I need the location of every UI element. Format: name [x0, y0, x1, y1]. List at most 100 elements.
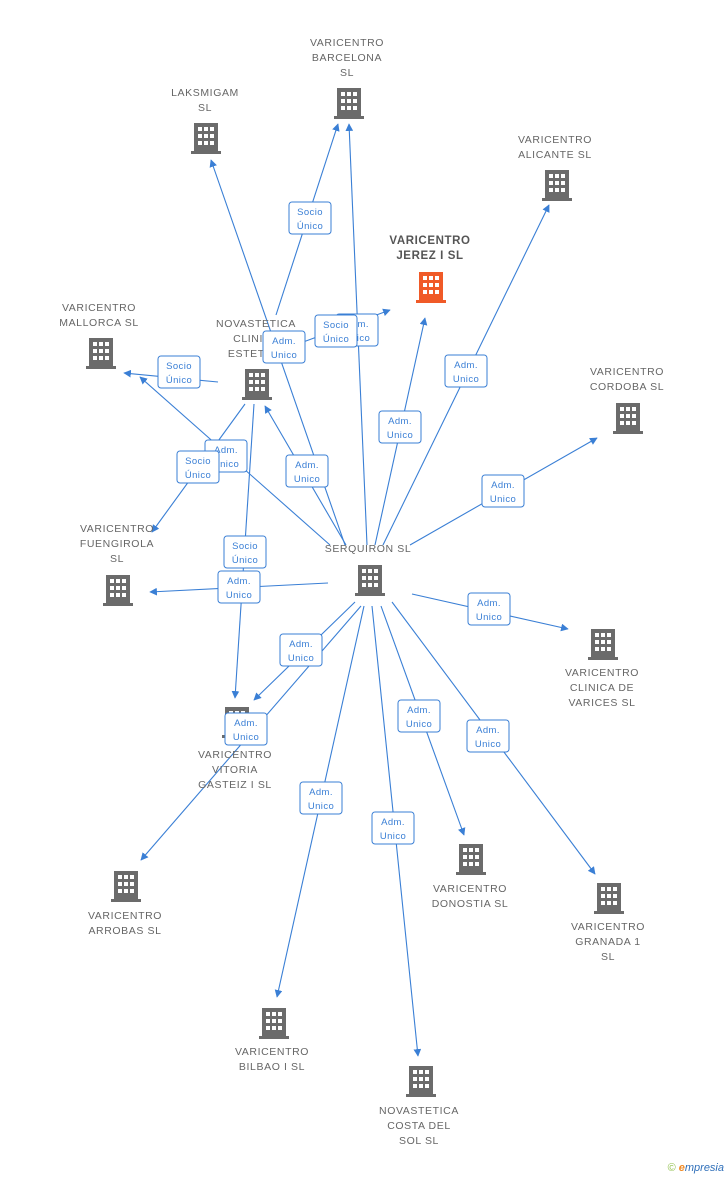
badge-box [285, 454, 329, 488]
edge-role-label: Unico [233, 732, 259, 743]
node-label-line: VARICENTRO [198, 749, 272, 761]
edge-role-label: Adm. [491, 480, 515, 491]
node-label-line: NOVASTETICA [379, 1105, 459, 1117]
node-label-line: SERQUIRON SL [325, 543, 412, 555]
nodes-layer: VARICENTROBARCELONASLLAKSMIGAMSLVARICENT… [59, 37, 664, 1147]
edge-role-label: Adm. [234, 718, 258, 729]
edge-badge-serquiron-to-costa_sol[interactable]: Adm.Unico [371, 811, 415, 845]
node-label-line: VARICENTRO [80, 523, 154, 535]
edge-role-label: Socio [232, 541, 258, 552]
edge-badge-serquiron-to-arrobas[interactable]: Adm. Unico [224, 712, 268, 746]
edge-role-label: Adm. [381, 817, 405, 828]
node-label-line: SL [601, 951, 615, 963]
building-icon [103, 575, 133, 606]
edge-role-label: Unico [476, 612, 502, 623]
building-icon [456, 844, 486, 875]
edge-badge-serquiron-to-alicante[interactable]: Adm.Unico [444, 354, 488, 388]
edge-role-label: Unico [226, 590, 252, 601]
node-label-line: SL [110, 553, 124, 565]
node-label-line: LAKSMIGAM [171, 87, 239, 99]
node-label-line: VITORIA [212, 764, 258, 776]
edge-badge-serquiron-to-jerez[interactable]: Adm. Unico [378, 410, 422, 444]
node-label-line: FUENGIROLA [80, 538, 154, 550]
badge-box [279, 633, 323, 667]
node-label-line: BARCELONA [312, 52, 382, 64]
badge-box [157, 355, 201, 389]
node-label-line: VARICENTRO [62, 302, 136, 314]
edge-badge-serquiron-to-fuengirola[interactable]: Adm.Unico [217, 570, 261, 604]
edge-badge-serquiron-to-bilbao[interactable]: Adm.Unico [299, 781, 343, 815]
node-label-line: ARROBAS SL [88, 925, 161, 937]
edge-role-label: Unico [387, 430, 413, 441]
node-label-line: VARICENTRO [565, 667, 639, 679]
edge-role-label: Único [297, 221, 323, 232]
badge-box [444, 354, 488, 388]
badge-box [466, 719, 510, 753]
edge-role-label: Unico [288, 653, 314, 664]
badge-box [223, 535, 267, 569]
edge-role-label: Único [232, 555, 258, 566]
node-label-line: GASTEIZ I SL [198, 779, 272, 791]
edge-role-label: Adm. [214, 445, 238, 456]
building-icon [334, 88, 364, 119]
edge-role-label: Adm. [476, 725, 500, 736]
node-label-line: GRANADA 1 [575, 936, 641, 948]
edge-role-label: Unico [308, 801, 334, 812]
badge-box [262, 330, 306, 364]
building-icon [86, 338, 116, 369]
edge-badge-serquiron-to-novastetica_clinica[interactable]: Adm.Unico [285, 454, 329, 488]
badge-box [299, 781, 343, 815]
badge-box [224, 712, 268, 746]
edge-role-label: Unico [453, 374, 479, 385]
node-label-line: DONOSTIA SL [432, 898, 509, 910]
building-icon [355, 565, 385, 596]
edge-badge-serquiron-to-vitoria[interactable]: Adm.Unico [279, 633, 323, 667]
edge-role-label: Socio [297, 207, 323, 218]
edge-role-label: Único [323, 334, 349, 345]
footer-credit[interactable]: © empresia [668, 1162, 724, 1174]
edge-badge-serquiron-to-laksmigam[interactable]: Adm.Unico [262, 330, 306, 364]
building-icon [588, 629, 618, 660]
node-fuengirola[interactable]: VARICENTRO FUENGIROLA SL [80, 523, 154, 606]
edge-role-label: Socio [166, 361, 192, 372]
badge-box [314, 314, 358, 348]
edge-role-label: Socio [185, 456, 211, 467]
edge-role-label: Único [185, 470, 211, 481]
edge-badge-serquiron-to-donostia[interactable]: Adm.Unico [397, 699, 441, 733]
node-serquiron[interactable]: SERQUIRON SL [325, 543, 412, 596]
node-label-line: SL [340, 67, 354, 79]
badge-box [467, 592, 511, 626]
building-icon [594, 883, 624, 914]
edge-badge-serquiron-to-granada[interactable]: Adm.Unico [466, 719, 510, 753]
building-icon [542, 170, 572, 201]
edge-badge-serquiron-to-clinica_varices[interactable]: Adm. Unico [467, 592, 511, 626]
node-label-line: NOVASTETICA [216, 318, 296, 330]
building-icon [416, 272, 446, 303]
edge-role-label: Adm. [477, 598, 501, 609]
node-label-line: COSTA DEL [387, 1120, 451, 1132]
edge-role-label: Adm. [388, 416, 412, 427]
edge-role-label: Unico [271, 350, 297, 361]
node-label-line: CORDOBA SL [590, 381, 664, 393]
badge-box [176, 450, 220, 484]
node-vitoria[interactable]: VARICENTRO VITORIA GASTEIZ I SL [198, 707, 272, 791]
edge-badge-serquiron-to-cordoba[interactable]: Adm.Unico [481, 474, 525, 508]
badges-layer: SocioÚnicoAdm.UnicoAdm.UnicoAdm.UnicoAdm… [157, 201, 525, 845]
